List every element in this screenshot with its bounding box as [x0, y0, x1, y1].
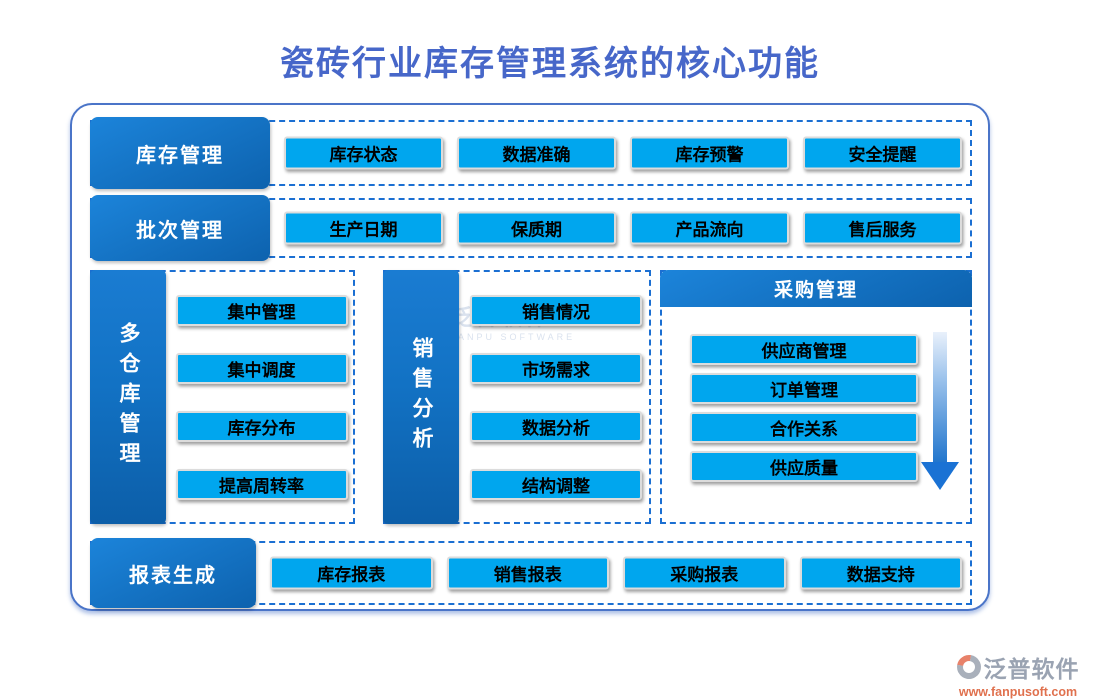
- multi-warehouse-group: 多仓库管理 集中管理 集中调度 库存分布 提高周转率: [90, 270, 355, 524]
- down-arrow-icon: [920, 332, 960, 494]
- purchase-management-header: 采购管理: [660, 270, 972, 307]
- chip-inventory-warning: 库存预警: [630, 136, 789, 170]
- multi-warehouse-label-bar: 多仓库管理: [90, 270, 166, 524]
- batch-management-row: 批次管理 生产日期 保质期 产品流向 售后服务: [90, 195, 972, 261]
- sales-analysis-items: 销售情况 市场需求 数据分析 结构调整: [467, 272, 645, 522]
- chip-order-management: 订单管理: [690, 373, 918, 404]
- chip-market-demand: 市场需求: [470, 352, 642, 384]
- chip-centralized-management: 集中管理: [175, 294, 348, 326]
- chip-safety-reminder: 安全提醒: [803, 136, 962, 170]
- diagram-container: 库存管理 库存状态 数据准确 库存预警 安全提醒 批次管理 生产日期 保质期 产…: [70, 103, 990, 611]
- batch-management-label: 批次管理: [90, 195, 270, 261]
- chip-inventory-status: 库存状态: [284, 136, 443, 170]
- chip-sales-report: 销售报表: [446, 556, 609, 590]
- sales-analysis-label-bar: 销售分析: [383, 270, 459, 524]
- sales-analysis-group: 销售分析 销售情况 市场需求 数据分析 结构调整: [383, 270, 651, 524]
- chip-turnover-improvement: 提高周转率: [175, 468, 348, 500]
- middle-zone: 多仓库管理 集中管理 集中调度 库存分布 提高周转率 销售分析 销售情况 市场需…: [90, 270, 972, 524]
- brand-logo-icon: [951, 650, 986, 684]
- page-title: 瓷砖行业库存管理系统的核心功能: [280, 45, 820, 83]
- chip-data-support: 数据支持: [799, 556, 962, 590]
- brand-url-link[interactable]: www.fanpusoft.com: [958, 685, 1078, 699]
- report-generation-label: 报表生成: [90, 538, 256, 608]
- sales-analysis-label: 销售分析: [410, 337, 433, 457]
- purchase-management-group: 采购管理 供应商管理 订单管理 合作关系 供应质量: [660, 270, 972, 524]
- multi-warehouse-label: 多仓库管理: [117, 322, 140, 472]
- down-arrow-shaft: [933, 332, 947, 464]
- inventory-management-row: 库存管理 库存状态 数据准确 库存预警 安全提醒: [90, 117, 972, 189]
- chip-data-analysis: 数据分析: [470, 410, 642, 442]
- chip-inventory-distribution: 库存分布: [175, 410, 348, 442]
- chip-after-sales: 售后服务: [803, 211, 962, 245]
- chip-centralized-dispatch: 集中调度: [175, 352, 348, 384]
- chip-inventory-report: 库存报表: [270, 556, 433, 590]
- chip-purchase-report: 采购报表: [623, 556, 786, 590]
- brand-logo: 泛普软件 www.fanpusoft.com: [948, 650, 1088, 699]
- brand-name: 泛普软件: [983, 656, 1080, 682]
- inventory-management-items: 库存状态 数据准确 库存预警 安全提醒: [284, 136, 962, 170]
- batch-management-items: 生产日期 保质期 产品流向 售后服务: [284, 211, 962, 245]
- multi-warehouse-items: 集中管理 集中调度 库存分布 提高周转率: [174, 272, 349, 522]
- chip-cooperation: 合作关系: [690, 412, 918, 443]
- chip-data-accuracy: 数据准确: [457, 136, 616, 170]
- report-generation-row: 报表生成 库存报表 销售报表 采购报表 数据支持: [90, 538, 972, 608]
- chip-production-date: 生产日期: [284, 211, 443, 245]
- chip-shelf-life: 保质期: [457, 211, 616, 245]
- chip-structure-adjustment: 结构调整: [470, 468, 642, 500]
- chip-supply-quality: 供应质量: [690, 451, 918, 482]
- inventory-management-label: 库存管理: [90, 117, 270, 189]
- purchase-management-items: 供应商管理 订单管理 合作关系 供应质量: [690, 334, 918, 482]
- down-arrow-head: [921, 462, 959, 490]
- chip-sales-situation: 销售情况: [470, 294, 642, 326]
- chip-product-flow: 产品流向: [630, 211, 789, 245]
- chip-supplier-management: 供应商管理: [690, 334, 918, 365]
- report-generation-items: 库存报表 销售报表 采购报表 数据支持: [270, 556, 962, 590]
